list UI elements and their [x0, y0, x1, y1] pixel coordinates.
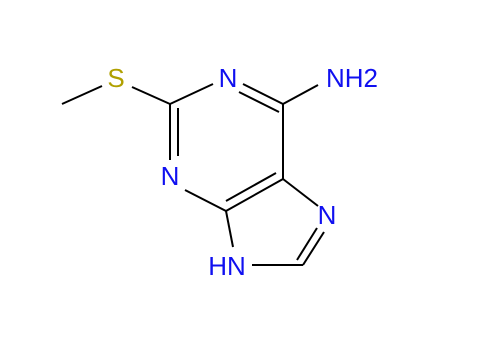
bond-c5-c4: [225, 178, 284, 212]
bond-methyl-sulfur: [61, 85, 103, 105]
bond-sulfur-c2: [131, 86, 171, 105]
ring-nitrogen-left: N: [161, 161, 180, 191]
bond-n-top-c6-second: [238, 91, 280, 113]
bond-c6-amine: [282, 84, 319, 105]
bond-imidazole-n-c8-second: [296, 227, 318, 261]
bond-c5-imidazole-n: [282, 178, 319, 207]
bond-imidazole-n-c8: [302, 231, 325, 266]
bond-c2-n-top: [169, 83, 214, 105]
atom-label-layer: S N NH2 N N HN: [107, 63, 378, 281]
imidazole-nitrogen: N: [318, 200, 337, 230]
sulfur-atom: S: [107, 63, 124, 93]
bond-layer: [61, 83, 325, 266]
ring-nitrogen-top: N: [219, 63, 238, 93]
bond-n-top-c6: [242, 83, 284, 105]
amine-group: NH2: [326, 63, 378, 93]
bond-n-left-c4: [184, 189, 227, 212]
bond-c5-c4-second: [225, 172, 277, 202]
bond-imidazole-nh-c4: [225, 210, 234, 248]
imidazole-nh: HN: [208, 251, 246, 281]
